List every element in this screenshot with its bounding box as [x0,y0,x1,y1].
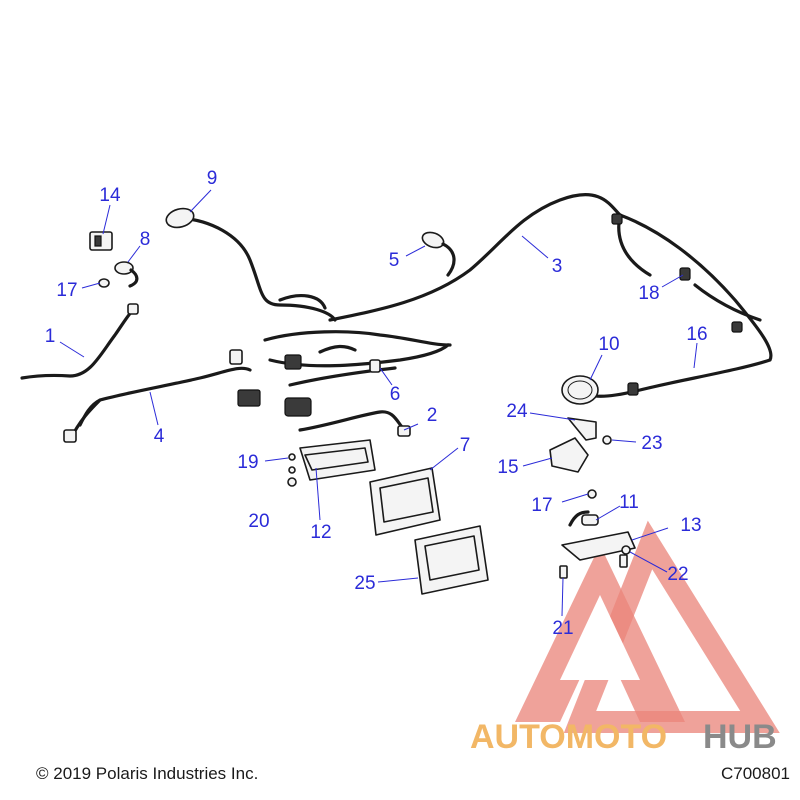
part-5-connector [421,231,456,277]
callout-5: 5 [389,250,400,271]
part-22-nut [621,545,631,555]
part-11-connector [568,510,599,527]
part-17-fastener-lower [587,489,597,499]
callout-11: 11 [619,492,639,513]
callout-14: 14 [99,185,121,206]
part-12-bracket [287,439,376,487]
part-8-switch [114,261,139,288]
callout-21: 21 [552,618,573,639]
callout-3: 3 [552,256,563,277]
callout-labels: 1 2 3 4 5 6 7 8 9 10 11 12 13 14 15 16 1… [45,168,708,639]
leader-lines [59,189,698,617]
callout-24: 24 [506,401,528,422]
callout-23: 23 [641,433,662,454]
callout-18: 18 [638,283,659,304]
callout-9: 9 [207,168,218,189]
part-21-bolt [559,565,568,579]
watermark-text: AUTOMOTO HUB [470,718,777,756]
callout-19: 19 [237,452,258,473]
watermark-brand-part2: HUB [703,718,777,756]
part-10-gauge [561,375,599,405]
part-1-harness [20,303,139,380]
callout-6: 6 [390,384,401,405]
part-3-rear-harness [328,193,773,398]
callout-10: 10 [598,334,619,355]
callout-15: 15 [497,457,518,478]
callout-22: 22 [667,564,688,585]
diagram-code: C700801 [720,764,790,783]
part-13-bracket [561,531,636,561]
part-25-display [414,525,489,595]
callout-8: 8 [140,229,151,250]
callout-20: 20 [248,511,269,532]
part-7-display [369,467,441,536]
watermark-brand-part1: AUTOMOTO [470,718,667,756]
part-14-relay [89,231,113,251]
part-24-bracket [567,417,597,441]
watermark-logo [515,520,780,733]
callout-2: 2 [427,405,438,426]
callout-17-lower: 17 [531,495,552,516]
part-9-sensor [165,207,337,322]
part-6-main-harness [237,330,452,417]
callout-13: 13 [680,515,701,536]
part-15-bracket [549,437,589,473]
callout-7: 7 [460,435,471,456]
copyright-notice: © 2019 Polaris Industries Inc. [36,764,259,783]
part-17-fastener-top [98,278,110,288]
part-22-bolt-a [619,554,628,568]
callout-1: 1 [45,326,56,347]
callout-4: 4 [154,426,165,447]
callout-16: 16 [686,324,707,345]
callout-12: 12 [310,522,331,543]
part-2-harness [298,410,411,437]
part-23-nut [602,435,612,445]
callout-25: 25 [354,573,375,594]
callout-17-top: 17 [56,280,77,301]
part-4-harness [63,349,252,443]
